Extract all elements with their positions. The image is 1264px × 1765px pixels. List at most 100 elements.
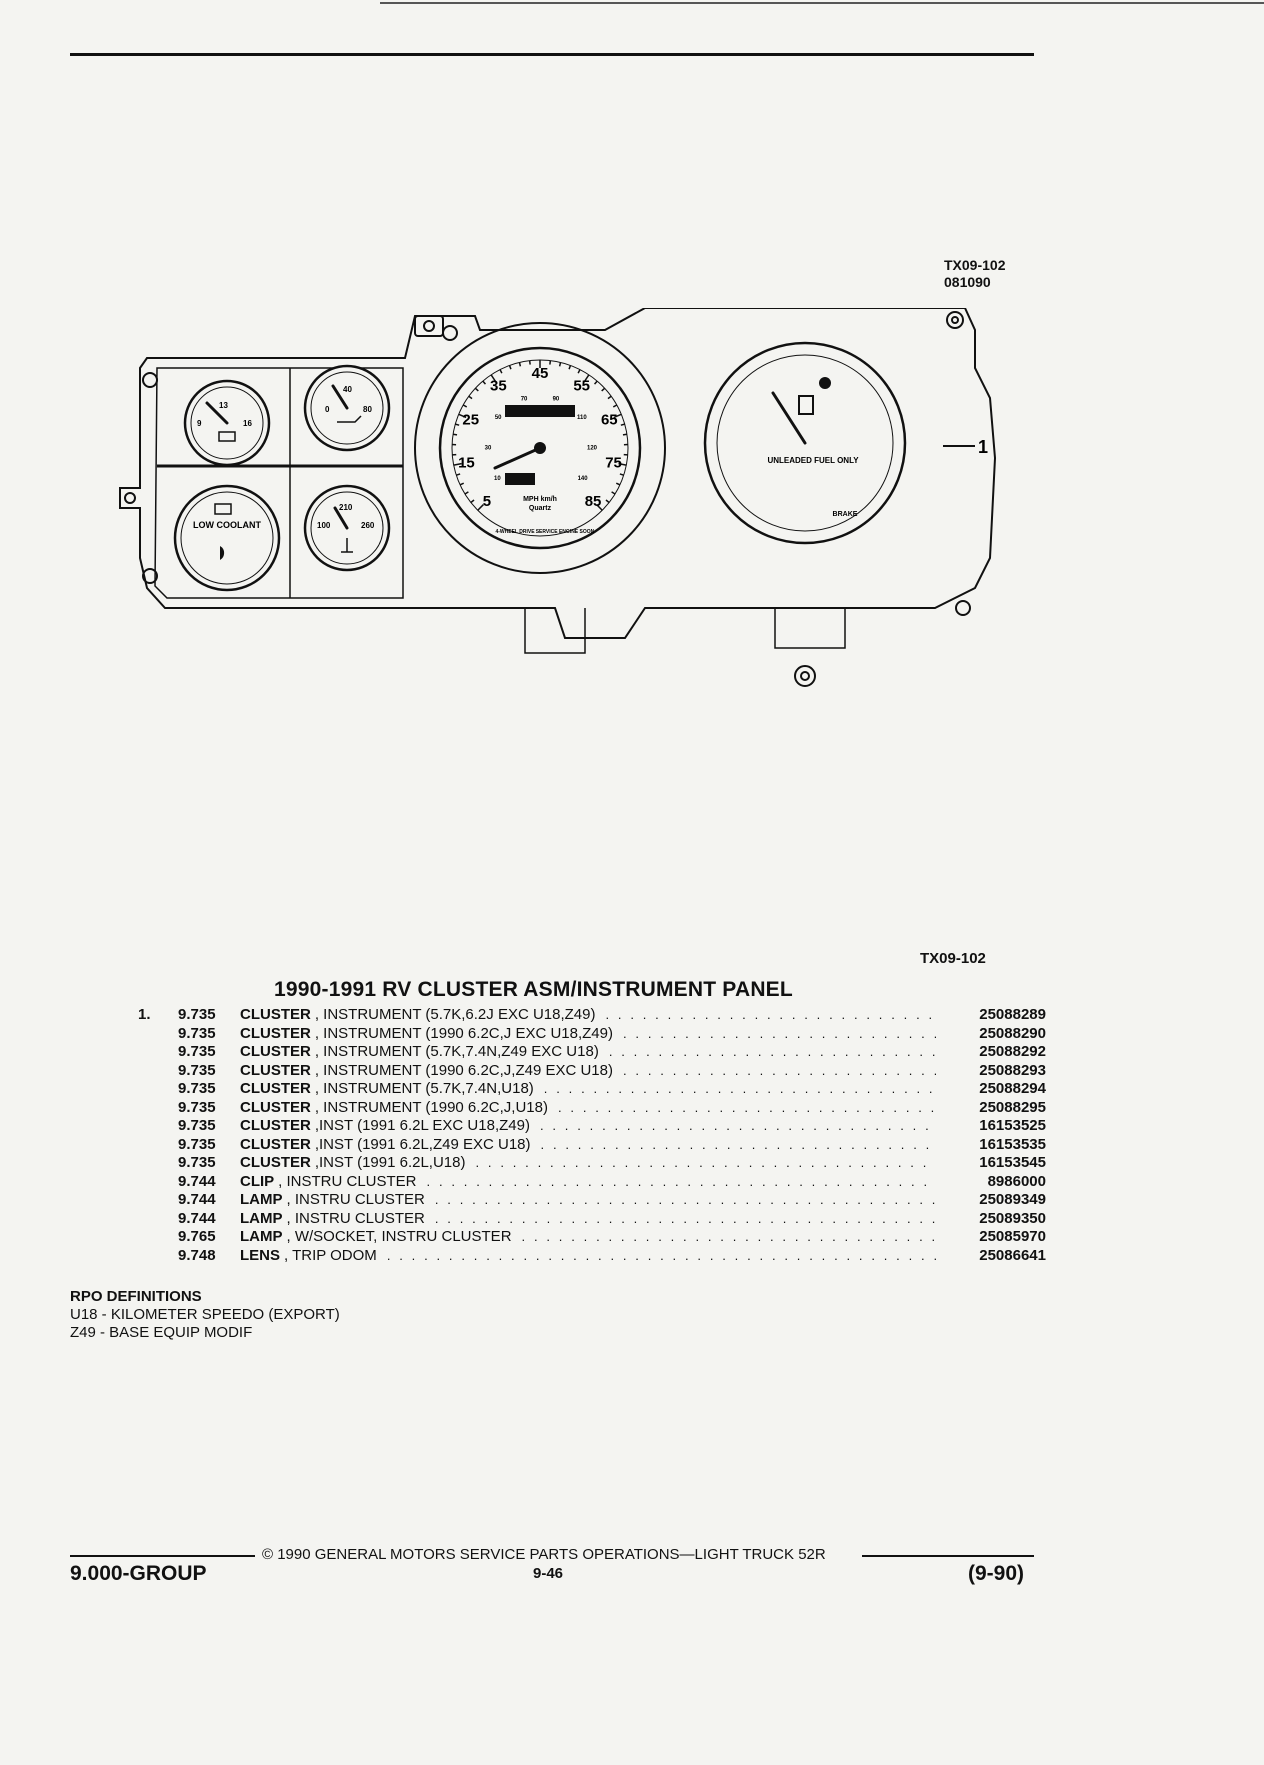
footer-group: 9.000-GROUP xyxy=(70,1562,207,1585)
speed-tick xyxy=(477,504,484,511)
speed-tick xyxy=(470,499,475,504)
speed-tick xyxy=(622,433,628,436)
leader-dots xyxy=(558,1100,936,1115)
part-description: , INSTRUMENT (1990 6.2C,J,U18) xyxy=(314,1098,548,1116)
part-number: 25085970 xyxy=(979,1228,1046,1245)
figure-code: TX09-102 xyxy=(944,257,1006,273)
part-group-code: 9.735 xyxy=(178,1006,216,1023)
speed-tick xyxy=(613,413,622,419)
item-number: 1. xyxy=(138,1006,151,1023)
leader-dots xyxy=(427,1174,936,1189)
speed-tick xyxy=(601,387,606,392)
part-number: 25089350 xyxy=(979,1209,1046,1227)
part-group-code: 9.735 xyxy=(178,1080,216,1097)
speed-tick xyxy=(583,374,590,382)
charge-icon xyxy=(214,503,232,515)
part-group-code: 9.765 xyxy=(178,1228,216,1245)
part-name: CLUSTER xyxy=(240,1098,311,1116)
part-name: CLUSTER xyxy=(240,1006,311,1023)
header-rule xyxy=(70,53,1034,56)
footer-copyright: © 1990 GENERAL MOTORS SERVICE PARTS OPER… xyxy=(262,1546,826,1563)
battery-icon xyxy=(218,431,236,442)
speed-tick xyxy=(593,380,598,385)
speed-tick xyxy=(490,374,497,382)
footer-rule-left xyxy=(70,1555,255,1557)
speed-tick xyxy=(568,365,572,370)
speed-tick xyxy=(458,413,467,419)
part-number: 25088289 xyxy=(979,1006,1046,1023)
speed-kmh-label: 120 xyxy=(587,445,598,451)
speed-unit-label: MPH km/h xyxy=(523,496,557,503)
leader-dots xyxy=(540,1118,936,1133)
leader-dots xyxy=(387,1248,936,1263)
part-name: CLUSTER xyxy=(240,1135,311,1153)
part-number: 25088293 xyxy=(979,1061,1046,1079)
speed-tick xyxy=(499,369,503,374)
speed-mph-label: 5 xyxy=(483,493,491,510)
part-group-code: 9.735 xyxy=(178,1098,216,1116)
speed-tick xyxy=(607,395,612,400)
volts-low-label: 9 xyxy=(197,419,202,428)
part-number: 25086641 xyxy=(979,1246,1046,1264)
part-row: 9.735 CLUSTER, INSTRUMENT (1990 6.2C,J,U1… xyxy=(178,1099,1046,1118)
part-number: 16153545 xyxy=(979,1154,1046,1171)
leader-dots xyxy=(623,1026,936,1041)
speed-tick xyxy=(612,404,618,408)
volts-mid-label: 13 xyxy=(219,401,228,410)
part-name: LENS xyxy=(240,1246,281,1264)
speed-tick xyxy=(619,473,624,476)
part-description: , TRIP ODOM xyxy=(284,1246,377,1264)
leader-dots xyxy=(475,1155,936,1170)
leader-dots xyxy=(623,1063,936,1078)
leader-dots xyxy=(605,1007,936,1022)
leader-dots xyxy=(522,1229,936,1244)
figure-date-code: 081090 xyxy=(944,274,991,290)
part-number: 25088295 xyxy=(979,1098,1046,1116)
oil-low-label: 0 xyxy=(325,405,330,414)
coolant-temp-icon xyxy=(341,538,353,553)
part-number: 16153525 xyxy=(979,1117,1046,1134)
part-number: 25088290 xyxy=(979,1024,1046,1042)
figure-code-block: TX09-102 081090 xyxy=(944,257,1005,291)
footer-rule-right xyxy=(862,1555,1034,1557)
speed-tick xyxy=(611,491,616,495)
speed-tick xyxy=(615,482,621,486)
speed-mph-label: 65 xyxy=(601,411,618,428)
instrument-cluster-illustration: 9 13 16 0 40 80 LOW COOLANT 1 xyxy=(119,308,997,687)
headlamp-icon xyxy=(220,546,225,560)
part-description: ,INST (1991 6.2L,Z49 EXC U18) xyxy=(314,1135,531,1153)
part-number: 25088292 xyxy=(979,1043,1046,1060)
speed-kmh-label: 10 xyxy=(494,476,501,482)
part-description: , INSTRU CLUSTER xyxy=(286,1191,425,1208)
section-title: 1990-1991 RV CLUSTER ASM/INSTRUMENT PANE… xyxy=(274,978,793,1001)
speed-tick xyxy=(462,404,468,408)
part-name: CLUSTER xyxy=(240,1061,311,1079)
rpo-definitions-title: RPO DEFINITIONS xyxy=(70,1288,202,1305)
speed-tick xyxy=(455,423,460,426)
part-name: CLUSTER xyxy=(240,1117,311,1134)
speed-mph-label: 45 xyxy=(532,365,549,382)
oil-can-icon xyxy=(337,415,362,423)
part-description: , INSTRU CLUSTER xyxy=(286,1209,425,1227)
part-name: CLIP xyxy=(240,1172,275,1190)
part-name: CLUSTER xyxy=(240,1043,311,1060)
callout-number: 1 xyxy=(978,437,988,457)
temp-mid-label: 210 xyxy=(339,503,353,512)
speed-tick xyxy=(558,362,562,367)
brake-label: BRAKE xyxy=(833,511,858,518)
part-number: 16153535 xyxy=(979,1135,1046,1153)
speed-tick xyxy=(518,362,522,367)
temp-low-label: 100 xyxy=(317,521,331,530)
speed-kmh-label: 50 xyxy=(495,415,502,421)
part-description: , W/SOCKET, INSTRU CLUSTER xyxy=(286,1228,512,1245)
speed-mph-label: 35 xyxy=(490,378,507,395)
speed-tick xyxy=(577,369,581,374)
speed-kmh-label: 90 xyxy=(553,397,560,403)
speed-tick xyxy=(456,473,461,476)
speed-tick xyxy=(508,365,512,370)
speed-mph-label: 55 xyxy=(573,378,590,395)
